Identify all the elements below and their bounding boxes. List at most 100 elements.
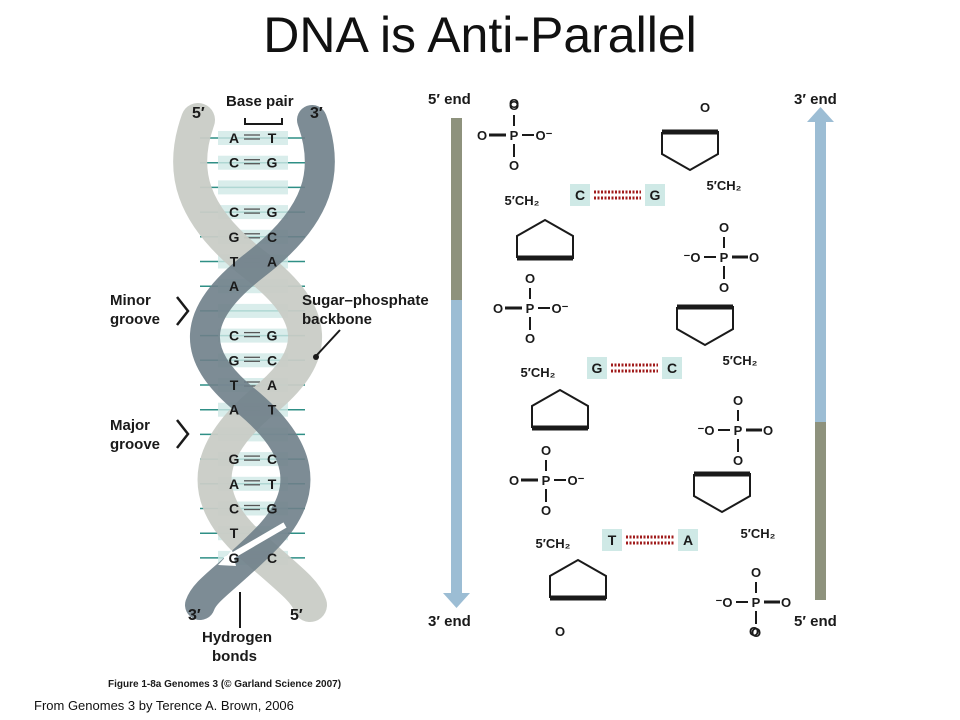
phosphate-atom: P <box>752 595 761 610</box>
base-letter: C <box>267 550 277 566</box>
base-letter: G <box>267 501 278 517</box>
helix-3prime-bottom: 3′ <box>188 607 201 624</box>
strand-direction-arrow <box>223 522 287 563</box>
terminal-oxygen: O <box>509 96 519 111</box>
base-box <box>662 357 682 379</box>
base-letter: A <box>267 377 277 393</box>
base-box <box>570 184 590 206</box>
base-letter: T <box>268 130 277 146</box>
backbone-leader-dot <box>313 354 319 360</box>
double-helix <box>173 103 335 622</box>
right-strand-arrowhead <box>807 107 834 122</box>
base-pair-bracket <box>244 118 283 125</box>
sugar-ring <box>516 218 574 259</box>
base-pair-band <box>218 476 288 491</box>
oxygen-atom: O <box>749 250 759 265</box>
base-letter: C <box>267 229 277 245</box>
ch2-label: 5′CH₂ <box>505 193 540 208</box>
ch2-label: 5′CH₂ <box>723 353 758 368</box>
oxygen-atom: O⁻ <box>552 301 569 316</box>
strand-direction-arrowhead <box>218 550 236 566</box>
right-base-letter: A <box>683 532 693 548</box>
base-box <box>678 529 698 551</box>
oxygen-atom: O <box>525 331 535 346</box>
base-letter: G <box>267 204 278 220</box>
oxygen-atom: O <box>509 473 519 488</box>
minor-groove-label: Minor <box>110 292 151 309</box>
phosphate-atom: P <box>542 473 551 488</box>
left-strand-3prime-end: 3′ end <box>428 613 471 630</box>
oxygen-atom: O <box>763 423 773 438</box>
source-caption: From Genomes 3 by Terence A. Brown, 2006 <box>34 698 294 713</box>
major-groove-label: Major <box>110 417 150 434</box>
left-base-letter: C <box>575 187 585 203</box>
ch2-label: 5′CH₂ <box>536 536 571 551</box>
oxygen-atom: O <box>781 595 791 610</box>
phosphate-atom: P <box>734 423 743 438</box>
base-letter: G <box>267 155 278 171</box>
base-letter: C <box>229 501 239 517</box>
left-strand-arrowhead <box>443 593 470 608</box>
phosphate-atom: P <box>526 301 535 316</box>
oxygen-atom: O <box>509 158 519 173</box>
right-strand-3prime-end: 3′ end <box>794 91 837 108</box>
ch2-label: 5′CH₂ <box>521 365 556 380</box>
oxygen-atom: ⁻O <box>698 423 715 438</box>
base-letter: G <box>229 451 240 467</box>
terminal-oxygen: O <box>555 624 565 639</box>
base-pair-band <box>218 155 288 170</box>
oxygen-atom: ⁻O <box>716 595 733 610</box>
base-box <box>587 357 607 379</box>
oxygen-atom: O <box>541 503 551 518</box>
figure-label: Figure 1-8a Genomes 3 (© Garland Science… <box>108 679 341 690</box>
backbone-leader <box>315 329 341 357</box>
base-letter: G <box>229 229 240 245</box>
minor-groove-label: groove <box>110 311 160 328</box>
ch2-label: 5′CH₂ <box>741 526 776 541</box>
major-groove-chevron <box>176 419 190 449</box>
hydrogen-bonds-label: Hydrogen <box>202 629 272 646</box>
right-strand-arrow-top <box>815 122 826 422</box>
oxygen-atom: O <box>719 220 729 235</box>
sugar-ring <box>549 558 607 599</box>
base-letter: A <box>267 254 277 270</box>
terminal-oxygen: O <box>700 100 710 115</box>
base-pair-band <box>218 131 288 145</box>
base-letter: C <box>229 204 239 220</box>
base-letter: T <box>268 402 277 418</box>
base-letter: T <box>268 476 277 492</box>
phosphate-atom: P <box>510 128 519 143</box>
base-pair-label: Base pair <box>226 93 294 110</box>
major-groove-label: groove <box>110 436 160 453</box>
base-letter: C <box>229 155 239 171</box>
right-base-letter: C <box>667 360 677 376</box>
sugar-ring <box>531 388 589 429</box>
helix-5prime-bottom: 5′ <box>290 607 303 624</box>
base-letter: A <box>229 402 239 418</box>
left-strand-backbone <box>489 115 607 601</box>
right-strand-5prime-end: 5′ end <box>794 613 837 630</box>
base-letter: A <box>229 476 239 492</box>
base-pair-band <box>218 180 288 195</box>
phosphate-atom: P <box>720 250 729 265</box>
oxygen-atom: O⁻ <box>568 473 585 488</box>
left-base-letter: G <box>592 360 603 376</box>
base-box <box>645 184 665 206</box>
page-title: DNA is Anti-Parallel <box>263 7 697 63</box>
sugar-ring <box>661 131 719 172</box>
oxygen-atom: O <box>541 443 551 458</box>
left-strand-arrow-bottom <box>451 300 462 593</box>
base-letter: T <box>230 525 239 541</box>
sugar-ring <box>693 473 751 514</box>
base-letter: G <box>229 352 240 368</box>
hydrogen-bonds-label: bonds <box>212 648 257 665</box>
base-pair-band <box>218 353 288 368</box>
base-letter: T <box>230 254 239 270</box>
base-letter: C <box>229 328 239 344</box>
left-base-letter: T <box>608 532 617 548</box>
base-pair-band <box>218 303 288 318</box>
minor-groove-chevron <box>176 296 190 326</box>
oxygen-atom: O <box>733 393 743 408</box>
base-letter: G <box>229 550 240 566</box>
terminal-oxygen: O <box>749 624 759 639</box>
